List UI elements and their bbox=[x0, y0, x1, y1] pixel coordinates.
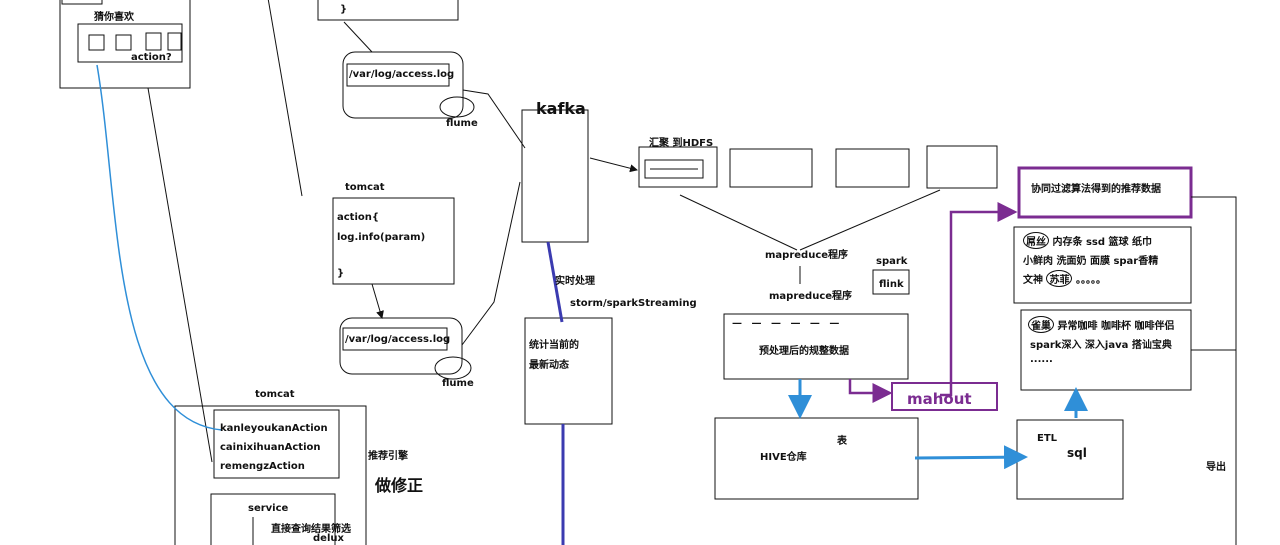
list1-line2: 小鲜肉 洗面奶 面膜 spar香精 bbox=[1023, 256, 1159, 267]
export-label: 导出 bbox=[1206, 462, 1226, 473]
cleaned-dashes: — — — — — — bbox=[732, 318, 843, 329]
hdfs-box-2 bbox=[729, 148, 813, 188]
cleaned-data-box bbox=[723, 313, 909, 380]
flume-label-bottom: flume bbox=[442, 378, 474, 389]
log-path-bottom: /var/log/access.log bbox=[345, 334, 451, 345]
cf-result-box bbox=[1017, 166, 1193, 219]
list1-line3-suffix: 。。。。。 bbox=[1075, 275, 1106, 286]
connector-mahout-to-cf bbox=[940, 202, 1018, 397]
connector-top-to-tomcat bbox=[267, 0, 303, 197]
hdfs-box-1 bbox=[638, 146, 718, 188]
item-square-2 bbox=[115, 34, 132, 51]
list1-line3-prefix: 文神 bbox=[1023, 275, 1043, 286]
connector-top-to-log bbox=[343, 21, 373, 53]
realtime-label: 实时处理 bbox=[555, 276, 595, 287]
realtime-tech-label: storm/sparkStreaming bbox=[570, 298, 697, 309]
list1-line3: 文神 苏菲 。。。。。 bbox=[1023, 270, 1106, 287]
tomcat-mid-line1: action{ bbox=[337, 212, 379, 223]
connector-flume-to-kafka-top bbox=[462, 89, 526, 149]
item-square-3 bbox=[145, 32, 162, 51]
fix-label: 做修正 bbox=[375, 476, 424, 495]
connector-kafka-to-realtime bbox=[546, 241, 564, 323]
action-item-2: cainixihuanAction bbox=[220, 442, 321, 453]
engine-label: 推荐引擎 bbox=[368, 451, 408, 462]
hdfs-box-3 bbox=[835, 148, 910, 188]
item-square-4 bbox=[167, 32, 182, 51]
tomcat-bottom-title: tomcat bbox=[255, 389, 295, 400]
connector-export-right bbox=[1191, 196, 1237, 545]
recommend-box bbox=[59, 0, 191, 89]
hdfs-box-4 bbox=[926, 145, 998, 189]
flume-ellipse-bottom bbox=[434, 356, 472, 380]
recommend-action-label: action? bbox=[131, 52, 172, 63]
service-label: service bbox=[248, 503, 289, 514]
tomcat-bottom-box bbox=[174, 405, 367, 545]
tomcat-mid-title: tomcat bbox=[345, 182, 385, 193]
flume-label-top: flume bbox=[446, 118, 478, 129]
flume-ellipse-top bbox=[439, 96, 475, 118]
list1-circled-item: 苏菲 bbox=[1046, 270, 1073, 287]
connector-hive-to-etl bbox=[914, 445, 1028, 470]
connector-hdfs-to-mapreduce bbox=[679, 194, 798, 251]
etl-label: ETL bbox=[1037, 433, 1058, 444]
cf-result-title: 协同过滤算法得到的推荐数据 bbox=[1031, 184, 1161, 195]
actions-box bbox=[213, 409, 340, 479]
log-box-bottom bbox=[339, 317, 463, 375]
connector-tomcat-to-log bbox=[371, 283, 384, 319]
spark-label: spark bbox=[876, 256, 908, 267]
recommend-box-top-tab bbox=[61, 0, 103, 5]
connector-kafka-to-hdfs bbox=[589, 157, 638, 173]
top-code-box bbox=[317, 0, 459, 21]
list2-line1: 雀巢 异常咖啡 咖啡杯 咖啡伴侣 bbox=[1028, 316, 1174, 333]
hdfs-label: 汇聚 到HDFS bbox=[649, 138, 714, 149]
rec-list-box-1 bbox=[1013, 226, 1192, 304]
action-item-1: kanleyoukanAction bbox=[220, 423, 328, 434]
connector-flume-to-kafka-bottom bbox=[461, 181, 521, 346]
kafka-box bbox=[521, 109, 589, 243]
list2-line3: ...... bbox=[1030, 354, 1053, 365]
action-item-3: remengzAction bbox=[220, 461, 305, 472]
list1-line1-rest: 内存条 ssd 篮球 纸巾 bbox=[1052, 237, 1152, 248]
list1-line1: 屌丝 内存条 ssd 篮球 纸巾 bbox=[1023, 232, 1152, 249]
hive-box bbox=[714, 417, 919, 500]
mapreduce-label-2: mapreduce程序 bbox=[769, 291, 853, 302]
sql-label: sql bbox=[1067, 446, 1087, 460]
realtime-stats-box bbox=[524, 317, 613, 425]
list1-circled-first: 屌丝 bbox=[1023, 232, 1049, 249]
service-desc: 直接查询结果筛选 bbox=[271, 524, 351, 535]
kafka-label: kafka bbox=[536, 99, 586, 118]
connector-hdfs4-to-mapreduce bbox=[799, 189, 941, 251]
connector-recommend-to-actions bbox=[147, 87, 213, 463]
hdfs-inner bbox=[644, 159, 704, 179]
flink-label: flink bbox=[879, 279, 904, 290]
cleaned-label: 预处理后的规整数据 bbox=[759, 346, 849, 357]
connector-recommend-to-engine bbox=[96, 64, 223, 431]
log-path-inner-top bbox=[346, 63, 450, 87]
service-box bbox=[210, 493, 336, 545]
log-box-top bbox=[342, 51, 464, 119]
recommend-items-box bbox=[77, 23, 183, 63]
flink-box bbox=[872, 269, 910, 295]
item-square-1 bbox=[88, 34, 105, 51]
log-path-inner-bottom bbox=[342, 327, 448, 351]
log-path-top: /var/log/access.log bbox=[349, 69, 455, 80]
hive-label: HIVE仓库 bbox=[760, 452, 807, 463]
hive-table-label: 表 bbox=[837, 436, 847, 447]
tomcat-action-box bbox=[332, 197, 455, 285]
connector-cleaned-to-mahout bbox=[848, 379, 893, 403]
mahout-label: mahout bbox=[907, 390, 972, 408]
recommend-title: 猜你喜欢 bbox=[94, 12, 134, 23]
list2-line1-rest: 异常咖啡 咖啡杯 咖啡伴侣 bbox=[1057, 321, 1175, 332]
top-code-brace: } bbox=[340, 4, 348, 15]
realtime-stats-line2: 最新动态 bbox=[529, 360, 569, 371]
tomcat-mid-line3: } bbox=[337, 268, 345, 279]
list2-line2: spark深入 深入java 搭讪宝典 bbox=[1030, 340, 1172, 351]
mapreduce-label-1: mapreduce程序 bbox=[765, 250, 849, 261]
realtime-stats-line1: 统计当前的 bbox=[529, 340, 579, 351]
delux-label: delux bbox=[313, 533, 344, 544]
list2-circled-first: 雀巢 bbox=[1028, 316, 1054, 333]
tomcat-mid-line2: log.info(param) bbox=[337, 232, 426, 243]
